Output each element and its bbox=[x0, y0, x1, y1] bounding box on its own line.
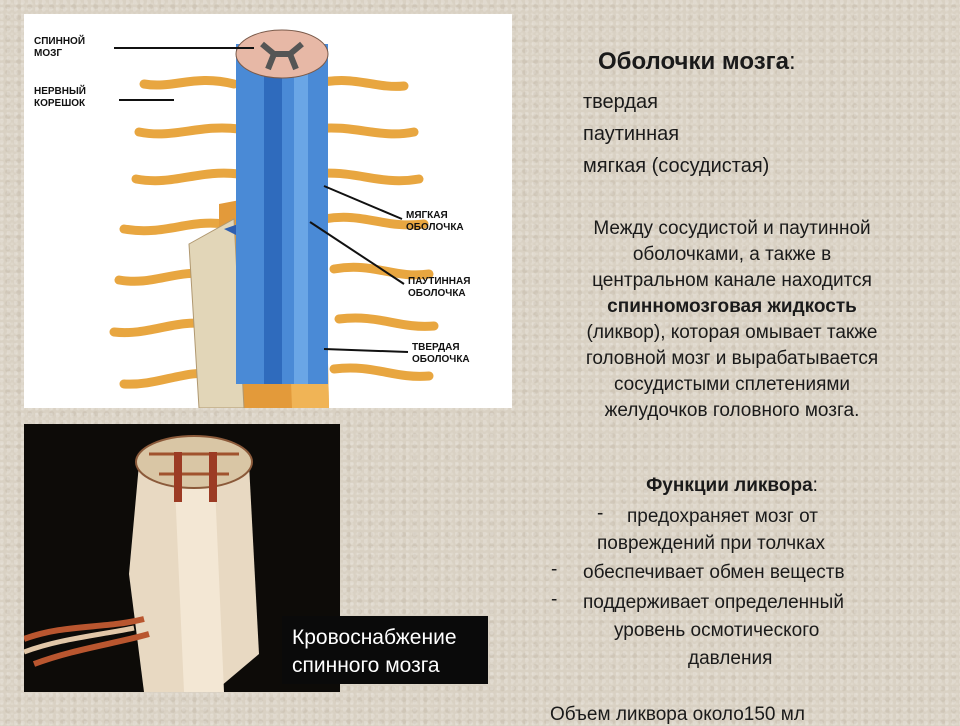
para-line: (ликвор), которая омывает также bbox=[586, 322, 878, 343]
label-dura-mater-text: ТВЕРДАЯ ОБОЛОЧКА bbox=[412, 342, 470, 365]
label-spinal-cord-text: СПИННОЙ МОЗГ bbox=[34, 36, 86, 59]
function-3-line-2: уровень осмотического bbox=[614, 620, 820, 641]
label-arachnoid: ПАУТИННАЯ ОБОЛОЧКА bbox=[408, 276, 470, 300]
label-nerve-root-text: НЕРВНЫЙ КОРЕШОК bbox=[34, 86, 86, 109]
label-pia-mater-text: МЯГКАЯ ОБОЛОЧКА bbox=[406, 210, 464, 233]
label-dura-mater: ТВЕРДАЯ ОБОЛОЧКА bbox=[412, 342, 470, 366]
bullet-mark: - bbox=[551, 589, 558, 610]
label-nerve-root: НЕРВНЫЙ КОРЕШОК bbox=[34, 86, 86, 110]
page-title: Оболочки мозга: bbox=[598, 48, 796, 76]
para-line: сосудистыми сплетениями bbox=[613, 374, 851, 395]
label-spinal-cord: СПИННОЙ МОЗГ bbox=[34, 36, 85, 60]
membrane-item: паутинная bbox=[583, 123, 680, 145]
functions-heading: Функции ликвора: bbox=[532, 473, 932, 499]
csf-paragraph: Между сосудистой и паутинной оболочками,… bbox=[532, 216, 932, 424]
label-arachnoid-text: ПАУТИННАЯ ОБОЛОЧКА bbox=[408, 276, 471, 299]
para-line: центральном канале находится bbox=[592, 270, 872, 291]
spinal-cord-illustration bbox=[109, 29, 439, 408]
caption-line-1: Кровоснабжение bbox=[292, 626, 457, 649]
para-bold-term: спинномозговая жидкость bbox=[607, 296, 857, 317]
function-3-line-3: давления bbox=[688, 648, 773, 669]
photo-caption: Кровоснабжение спинного мозга bbox=[292, 624, 457, 680]
bullet-mark: - bbox=[551, 559, 558, 580]
csf-volume: Объем ликвора около150 мл bbox=[550, 704, 805, 725]
functions-heading-colon: : bbox=[812, 475, 818, 496]
function-3-line-1: поддерживает определенный bbox=[583, 592, 844, 613]
spinal-meninges-diagram: СПИННОЙ МОЗГ НЕРВНЫЙ КОРЕШОК МЯГКАЯ ОБОЛ… bbox=[24, 14, 512, 408]
para-line: головной мозг и вырабатывается bbox=[585, 348, 879, 369]
para-line: Между сосудистой и паутинной bbox=[593, 218, 871, 239]
para-line: оболочками, а также в bbox=[632, 244, 832, 265]
function-2: обеспечивает обмен веществ bbox=[583, 562, 845, 583]
heading-text: Оболочки мозга bbox=[598, 48, 789, 75]
bullet-mark: - bbox=[597, 503, 604, 524]
spinal-cord-vessels-drawing bbox=[24, 435, 259, 692]
para-line: желудочков головного мозга. bbox=[604, 400, 860, 421]
function-1-line-2: повреждений при толчках bbox=[597, 533, 825, 554]
caption-box: Кровоснабжение спинного мозга bbox=[282, 616, 488, 684]
heading-colon: : bbox=[788, 48, 796, 75]
membrane-item: твердая bbox=[583, 91, 658, 113]
label-pia-mater: МЯГКАЯ ОБОЛОЧКА bbox=[406, 210, 464, 234]
membrane-item: мягкая (сосудистая) bbox=[583, 155, 770, 177]
function-1-line-1: предохраняет мозг от bbox=[627, 506, 818, 527]
caption-line-2: спинного мозга bbox=[292, 654, 440, 677]
functions-heading-text: Функции ликвора bbox=[646, 475, 813, 496]
